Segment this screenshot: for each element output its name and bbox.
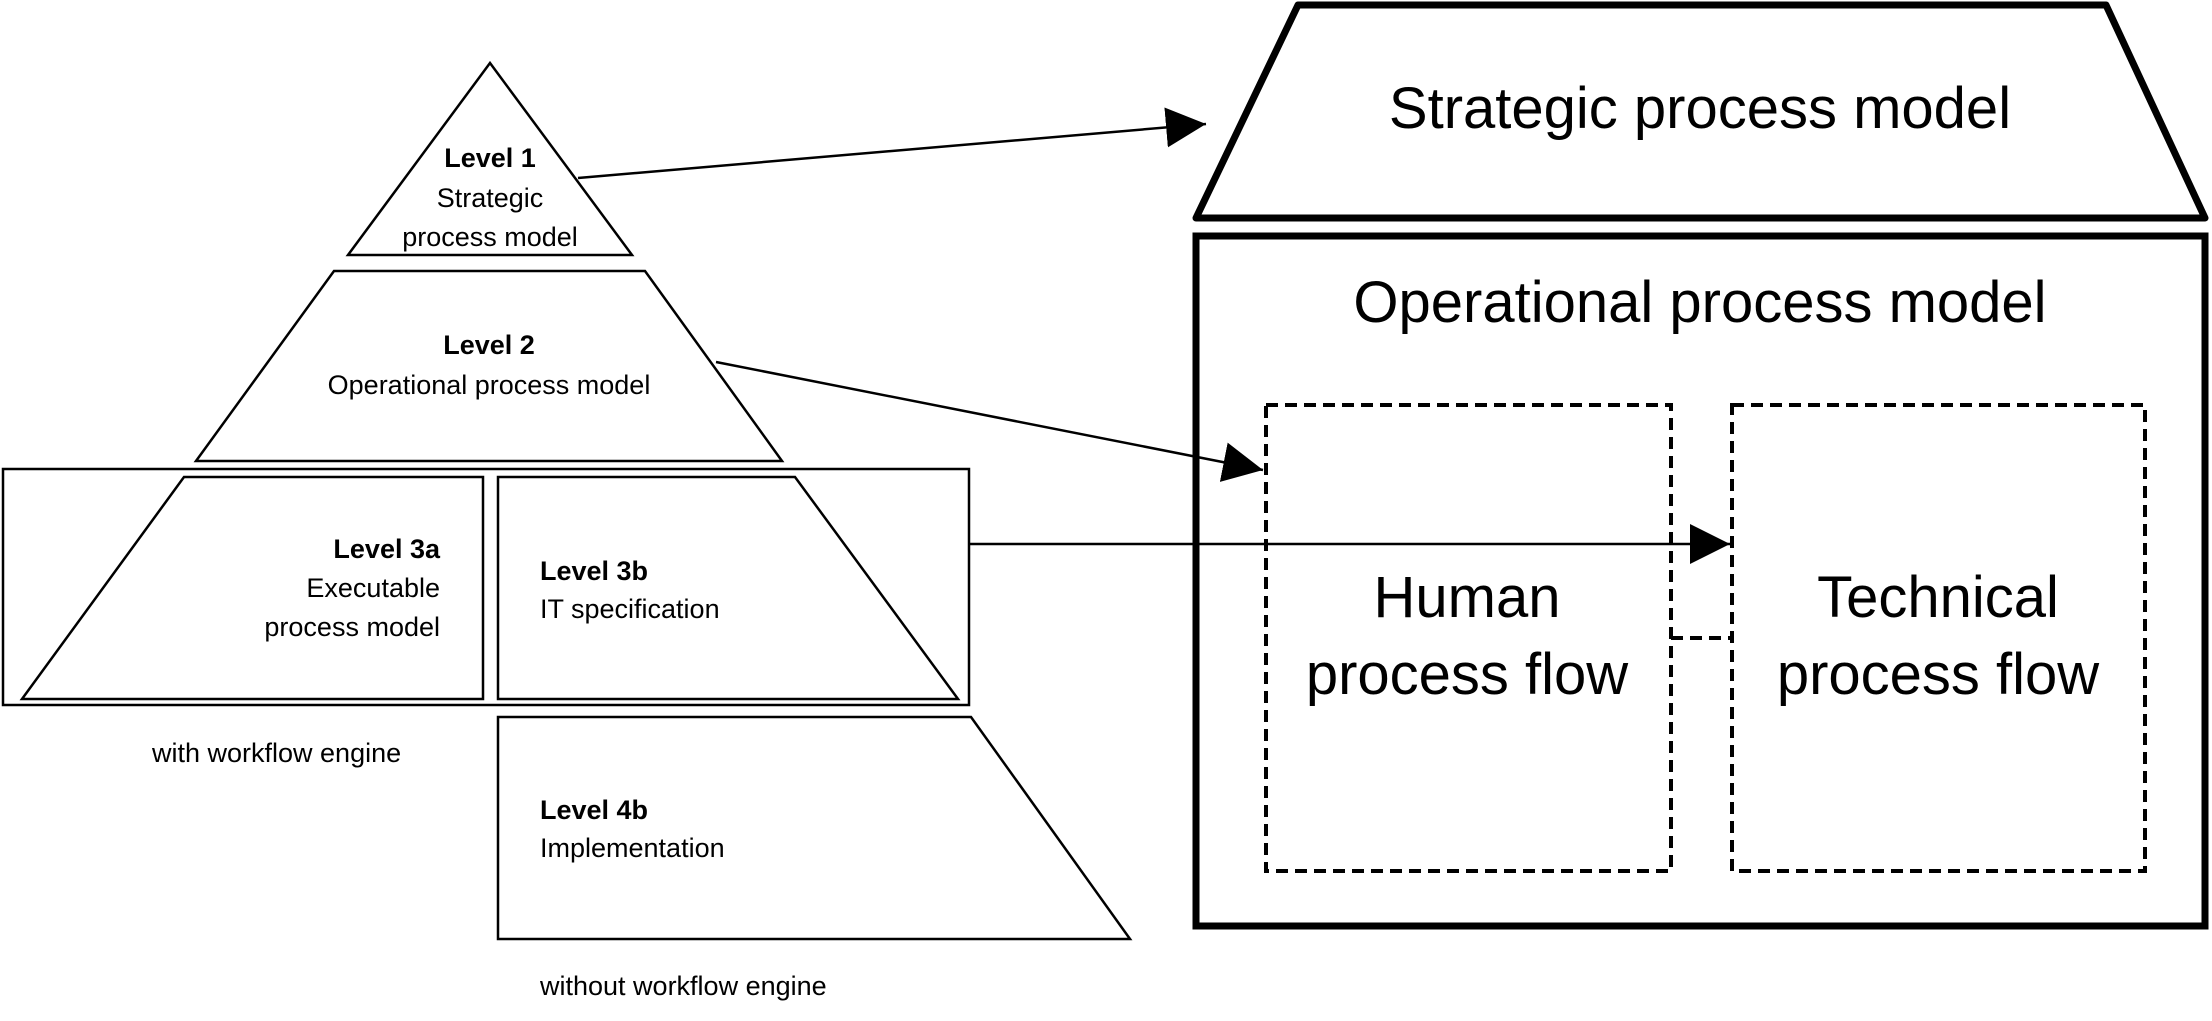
- level3b-shape: [496, 475, 961, 701]
- human-flow-line2: process flow: [1306, 642, 1629, 707]
- level2-shape: [193, 269, 785, 463]
- technical-flow-line2: process flow: [1777, 642, 2100, 707]
- level4b-shape: [496, 715, 1133, 941]
- level1-title: Level 1: [444, 143, 536, 173]
- strategic-roof-shape: [1192, 1, 2209, 222]
- technical-flow-line1: Technical: [1817, 565, 2059, 630]
- level3-with-engine-frame: [1, 467, 971, 707]
- with-engine-label: with workflow engine: [151, 738, 401, 768]
- level3a-shape: [19, 475, 485, 701]
- level2-title: Level 2: [443, 330, 535, 360]
- arrow-level2-to-human-flow: [715, 360, 1264, 482]
- level1-line2: process model: [402, 222, 578, 252]
- level1-line1: Strategic: [437, 183, 544, 213]
- level3a-line2: process model: [264, 612, 440, 642]
- human-flow-line1: Human: [1374, 565, 1561, 630]
- level1-shape: [345, 60, 635, 257]
- connectors: [577, 107, 1730, 564]
- without-engine-label: without workflow engine: [539, 971, 827, 1001]
- level4b-title: Level 4b: [540, 795, 648, 825]
- level3b-line1: IT specification: [540, 594, 720, 624]
- strategic-title: Strategic process model: [1389, 76, 2011, 141]
- level3a-title: Level 3a: [333, 534, 441, 564]
- operational-body-shape: [1192, 232, 2209, 930]
- operational-title: Operational process model: [1353, 270, 2046, 335]
- level2-line1: Operational process model: [328, 370, 651, 400]
- level4b-line1: Implementation: [540, 833, 725, 863]
- pyramid: Level 1 Strategic process model Level 2 …: [1, 60, 1133, 1001]
- level3b-title: Level 3b: [540, 556, 648, 586]
- level3a-line1: Executable: [306, 573, 440, 603]
- arrow-level1-to-strategic: [577, 107, 1207, 180]
- house: Strategic process model Operational proc…: [1192, 1, 2209, 930]
